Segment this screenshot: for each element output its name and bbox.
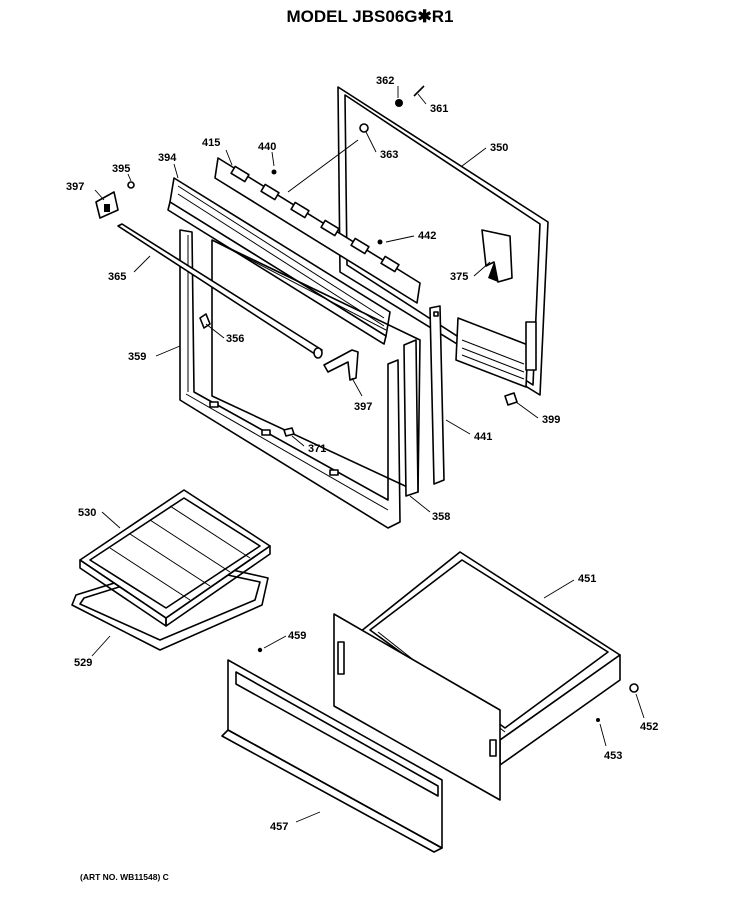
leader-lines [91, 86, 645, 823]
label-440: 440 [258, 141, 276, 153]
screw-459 [257, 647, 263, 653]
label-375: 375 [450, 271, 468, 283]
label-453: 453 [604, 750, 622, 762]
door-vent [167, 177, 391, 345]
washer-362 [395, 99, 403, 107]
door-trim [214, 157, 421, 304]
drawer-side-panel [333, 613, 501, 801]
broiler-grid [79, 489, 271, 627]
label-395: 395 [112, 163, 130, 175]
part-labels: 362 361 363 350 415 440 394 395 397 442 … [66, 75, 658, 833]
model-title: MODEL JBS06G✱R1 [287, 7, 454, 26]
label-394: 394 [158, 152, 177, 164]
label-363: 363 [380, 149, 398, 161]
label-356: 356 [226, 333, 244, 345]
label-362: 362 [376, 75, 394, 87]
clip-371 [283, 427, 295, 437]
label-397b: 397 [354, 401, 372, 413]
screw-440 [271, 169, 277, 175]
label-529: 529 [74, 657, 92, 669]
screw-442 [377, 239, 383, 245]
label-350: 350 [490, 142, 508, 154]
label-415: 415 [202, 137, 220, 149]
label-358: 358 [432, 511, 450, 523]
clip-397 [95, 191, 119, 219]
label-365: 365 [108, 271, 126, 283]
screw-361 [413, 85, 425, 97]
art-number: (ART NO. WB11548) C [80, 872, 169, 882]
label-371: 371 [308, 443, 326, 455]
bumper-452 [629, 683, 639, 693]
label-359: 359 [128, 351, 146, 363]
side-channel [403, 305, 445, 497]
outer-door-panel [337, 86, 549, 396]
spacer-363 [359, 123, 369, 133]
label-397a: 397 [66, 181, 84, 193]
clip-356 [199, 313, 211, 329]
label-451: 451 [578, 573, 596, 585]
inner-door-frame [179, 229, 401, 529]
label-441: 441 [474, 431, 492, 443]
label-442: 442 [418, 230, 436, 242]
label-361: 361 [430, 103, 448, 115]
label-530: 530 [78, 507, 96, 519]
screw-453 [596, 718, 600, 722]
stop-399 [504, 392, 518, 406]
hinge-bracket [323, 349, 359, 381]
drawer-front [221, 659, 443, 853]
door-rod [117, 223, 323, 359]
label-399: 399 [542, 414, 560, 426]
label-457: 457 [270, 821, 288, 833]
screw-395 [127, 181, 135, 189]
label-459: 459 [288, 630, 306, 642]
label-452: 452 [640, 721, 658, 733]
